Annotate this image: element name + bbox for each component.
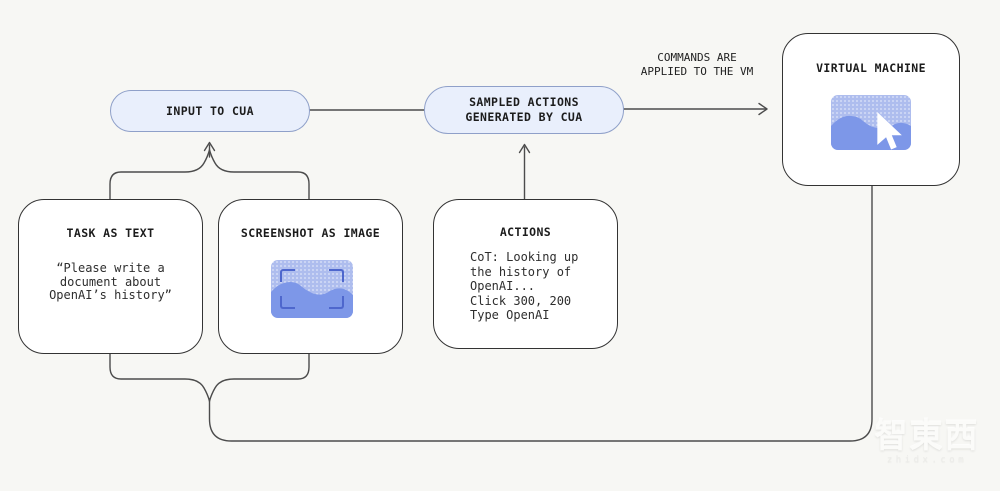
arrowhead-right-icon — [758, 102, 768, 116]
arrowhead-up-input-icon — [203, 141, 216, 152]
brace-top-left — [109, 149, 211, 200]
mouse-cursor-icon — [877, 112, 902, 150]
node-actions: ACTIONS CoT: Looking up the history of O… — [433, 199, 618, 349]
brace-bottom-right — [208, 351, 310, 402]
task-quote-text: “Please write a document about OpenAI’s … — [49, 261, 172, 302]
capture-frame-corner-icon — [280, 269, 295, 282]
capture-frame-corner-icon — [329, 296, 344, 309]
vm-title: VIRTUAL MACHINE — [816, 61, 926, 75]
screenshot-title: SCREENSHOT AS IMAGE — [240, 226, 381, 240]
screenshot-capture-thumbnail-icon — [271, 260, 353, 318]
task-title: TASK AS TEXT — [66, 226, 155, 240]
wave-graphic-icon — [271, 282, 353, 318]
node-input-label: INPUT TO CUA — [166, 103, 254, 118]
watermark: 智東西 zhidx.com — [858, 416, 996, 466]
actions-body-text: CoT: Looking up the history of OpenAI...… — [470, 250, 579, 322]
arrowhead-up-sampled-icon — [518, 143, 531, 154]
node-virtual-machine: VIRTUAL MACHINE — [782, 33, 960, 186]
node-screenshot-as-image: SCREENSHOT AS IMAGE — [218, 199, 403, 354]
capture-frame-corner-icon — [329, 269, 344, 282]
capture-frame-corner-icon — [280, 296, 295, 309]
commands-applied-label: COMMANDS ARE APPLIED TO THE VM — [640, 51, 754, 78]
brace-top-right — [208, 149, 310, 200]
node-sampled-label: SAMPLED ACTIONS GENERATED BY CUA — [465, 95, 583, 124]
actions-title: ACTIONS — [499, 225, 552, 239]
watermark-logo: 智東西 — [874, 416, 980, 455]
watermark-domain: zhidx.com — [886, 455, 968, 465]
node-task-as-text: TASK AS TEXT “Please write a document ab… — [18, 199, 203, 354]
node-sampled-actions: SAMPLED ACTIONS GENERATED BY CUA — [424, 86, 624, 134]
vm-screen-thumbnail-icon — [831, 95, 911, 150]
brace-bottom-left — [109, 351, 211, 402]
node-input-to-cua: INPUT TO CUA — [110, 90, 310, 132]
